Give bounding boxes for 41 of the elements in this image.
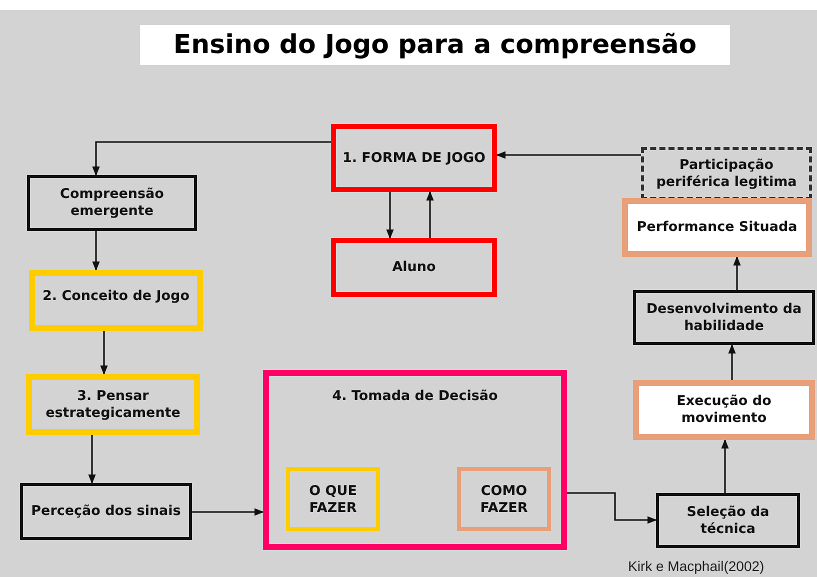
process-box (331, 124, 497, 192)
arrow (721, 439, 729, 493)
box-label: Seleção da técnica (686, 504, 770, 538)
box-label: 2. Conceito de Jogo (42, 288, 190, 305)
box-label: 1. FORMA DE JOGO (342, 150, 486, 166)
arrow (192, 508, 264, 516)
process-box (622, 198, 812, 257)
process-box (263, 370, 567, 550)
box-label: Desenvolvimento da habilidade (645, 300, 803, 334)
citation: Kirk e Macphail(2002) (628, 558, 764, 574)
box-label: Perceção dos sinais (31, 503, 181, 520)
box-label: Participação periférica legitima (655, 156, 798, 190)
box-label: 4. Tomada de Decisão (332, 388, 498, 405)
process-box (633, 380, 815, 440)
box-label: Compreensão emergente (59, 186, 165, 220)
process-box (26, 374, 200, 435)
arrow (100, 331, 108, 375)
arrow (733, 256, 741, 290)
arrow (496, 151, 641, 159)
arrow (92, 231, 100, 271)
option-box (286, 467, 380, 531)
process-box (633, 290, 815, 345)
arrow (386, 192, 394, 239)
arrow (426, 191, 434, 238)
process-box (27, 175, 197, 231)
arrow (728, 344, 736, 380)
box-label: O QUE FAZER (308, 483, 358, 517)
process-box (20, 483, 192, 540)
process-box (656, 493, 800, 548)
box-label: Performance Situada (636, 219, 798, 236)
arrow (92, 141, 331, 176)
option-box (457, 467, 551, 531)
arrow (88, 435, 96, 484)
process-box (331, 238, 497, 297)
box-label: Execução do movimento (676, 393, 772, 427)
box-label: Aluno (392, 259, 436, 276)
box-label: 3. Pensar estrategicamente (44, 388, 182, 422)
title: Ensino do Jogo para a compreensão (173, 30, 697, 60)
process-box (29, 270, 203, 331)
arrow (567, 492, 657, 524)
box-label: COMO FAZER (479, 483, 529, 517)
